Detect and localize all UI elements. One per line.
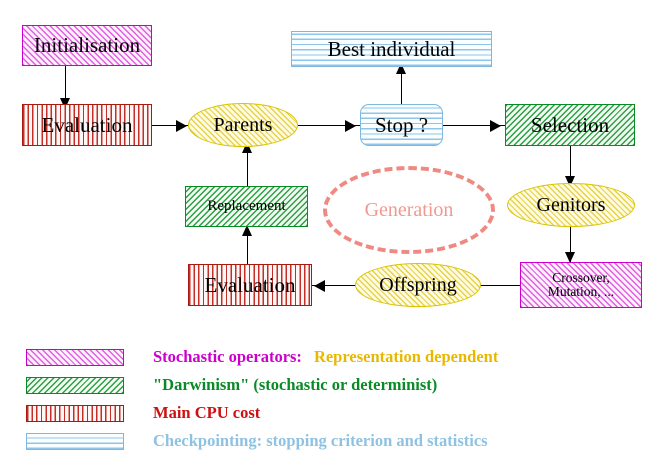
node-offspring[interactable]: Offspring <box>355 263 481 307</box>
arrowhead-right <box>176 119 187 132</box>
arrowhead-up <box>242 142 252 153</box>
edge-selection-genitors <box>570 146 572 182</box>
arrowhead-left <box>314 279 325 292</box>
node-label-line2: Mutation, ... <box>547 284 615 299</box>
node-selection[interactable]: Selection <box>505 104 635 146</box>
legend-swatch-blue-hatch <box>26 432 124 450</box>
arrowhead-right <box>345 119 356 132</box>
arrowhead-down <box>565 176 575 187</box>
legend-row-darwinism: "Darwinism" (stochastic or determinist) <box>26 374 437 396</box>
node-label: Stop ? <box>374 112 429 137</box>
edge-replacement-parents <box>247 146 249 187</box>
node-evaluation-bottom[interactable]: Evaluation <box>188 264 312 306</box>
legend-swatch-red-hatch <box>26 404 124 422</box>
node-stop[interactable]: Stop ? <box>360 104 443 146</box>
arrowhead-up <box>242 225 252 236</box>
legend-label-main-cpu-cost: Main CPU cost <box>153 403 261 422</box>
node-initialisation[interactable]: Initialisation <box>22 25 152 66</box>
arrowhead-right <box>490 119 501 132</box>
edge-parents-stop <box>298 125 360 127</box>
arrowhead-down <box>60 98 70 109</box>
node-genitors[interactable]: Genitors <box>507 183 635 227</box>
arrowhead-up <box>396 63 406 74</box>
legend-swatch-green-hatch <box>26 376 124 394</box>
node-label: Initialisation <box>33 33 141 58</box>
legend-label-stochastic-operators: Stochastic operators: <box>153 347 302 366</box>
node-crossover-mutation[interactable]: Crossover, Mutation, ... <box>520 262 642 308</box>
edge-stop-selection <box>443 125 505 127</box>
node-label: Parents <box>213 113 273 136</box>
arrowhead-down <box>565 252 575 263</box>
legend: Stochastic operators: Representation dep… <box>0 338 662 458</box>
node-label: Genitors <box>536 193 606 216</box>
node-label: Offspring <box>379 273 457 296</box>
node-evaluation-top[interactable]: Evaluation <box>22 104 152 146</box>
legend-label-darwinism: "Darwinism" (stochastic or determinist) <box>153 375 438 394</box>
edge-initialisation-evaluation <box>65 66 67 102</box>
node-label-line1: Crossover, <box>552 269 610 285</box>
node-label: Evaluation <box>41 112 133 137</box>
edge-stop-best-individual <box>401 67 403 106</box>
legend-row-checkpointing: Checkpointing: stopping criterion and st… <box>26 430 488 452</box>
node-label: Evaluation <box>204 272 296 297</box>
node-replacement[interactable]: Replacement <box>185 186 308 227</box>
node-generation-annotation: Generation <box>323 166 495 254</box>
legend-row-stochastic-operators: Stochastic operators: Representation dep… <box>26 346 498 368</box>
edge-offspring-evaluation <box>312 285 360 287</box>
node-parents[interactable]: Parents <box>188 103 298 147</box>
legend-label-representation-dependent: Representation dependent <box>313 347 499 366</box>
legend-row-main-cpu-cost: Main CPU cost <box>26 402 260 424</box>
node-label: Best individual <box>327 36 456 61</box>
node-best-individual[interactable]: Best individual <box>291 31 492 67</box>
node-label: Selection <box>530 112 610 137</box>
node-label: Replacement <box>207 197 286 214</box>
node-label: Generation <box>364 198 454 221</box>
edge-evaluation-parents <box>152 125 190 127</box>
legend-label-checkpointing: Checkpointing: stopping criterion and st… <box>153 431 488 450</box>
edge-evaluation-replacement <box>247 229 249 265</box>
edge-crossover-offspring <box>464 285 522 287</box>
edge-genitors-crossover <box>570 227 572 262</box>
legend-swatch-magenta-hatch <box>26 348 124 366</box>
